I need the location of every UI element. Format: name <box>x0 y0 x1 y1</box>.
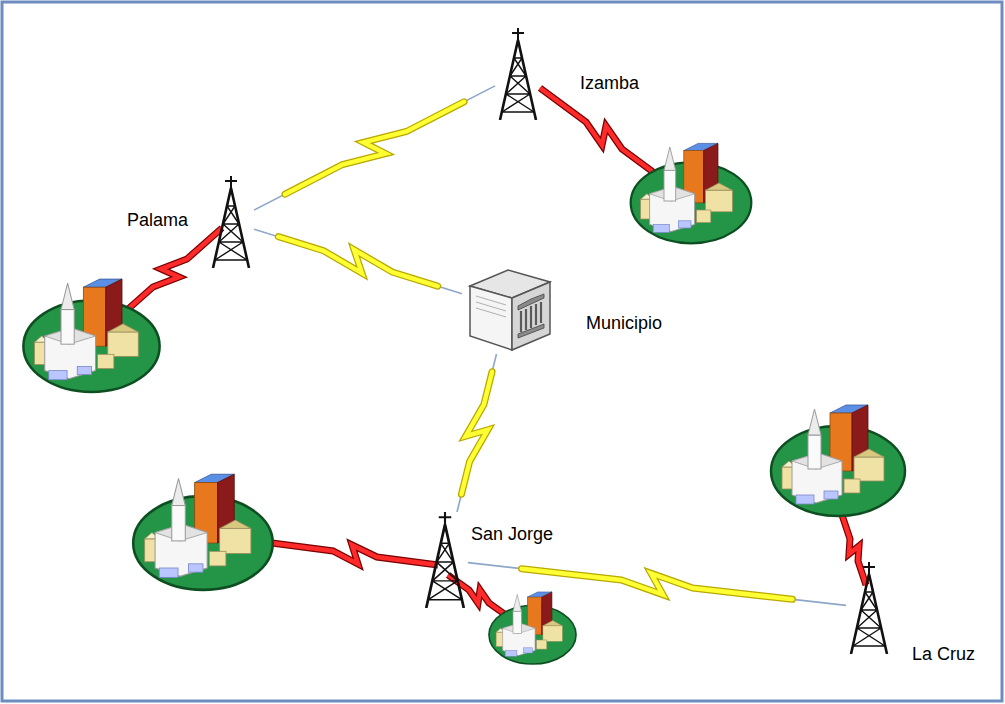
tower-icon <box>208 176 254 268</box>
link-bolt <box>522 569 793 600</box>
server-icon <box>470 270 550 350</box>
tower-icon <box>213 176 249 268</box>
link-bolt-outline <box>278 237 437 286</box>
radio-link <box>457 354 497 512</box>
tower-node: Palama <box>208 176 254 268</box>
link-line <box>457 354 497 512</box>
link-line <box>468 563 846 606</box>
server-icon <box>462 262 554 354</box>
tower-node: La Cruz <box>846 562 892 654</box>
red-link <box>540 88 668 183</box>
red-link <box>272 543 438 565</box>
red-link <box>540 88 668 183</box>
tower-icon <box>851 562 887 654</box>
link-bolt <box>461 372 492 495</box>
tower-node: San Jorge <box>422 512 468 608</box>
town-icon <box>133 474 273 590</box>
tower-icon <box>422 512 468 608</box>
town-icon <box>23 279 159 392</box>
radio-link <box>468 563 846 606</box>
red-link <box>272 543 438 565</box>
site-name: Izamba <box>578 72 641 94</box>
town-icon <box>771 405 905 516</box>
site-name: Palama <box>125 209 190 231</box>
red-link <box>118 228 222 318</box>
radio-link <box>254 229 462 294</box>
red-link <box>842 515 866 585</box>
link-bolt-outline <box>522 569 793 600</box>
tower-icon <box>426 512 464 608</box>
red-links <box>118 88 866 618</box>
link-bolt <box>278 237 437 286</box>
red-link <box>842 515 866 585</box>
link-bolt-outline <box>461 372 492 495</box>
link-bolt <box>285 102 464 194</box>
tower-icon <box>846 562 892 654</box>
site-name: Municipio <box>584 312 664 334</box>
link-line <box>254 229 462 294</box>
town-icon <box>631 143 752 243</box>
site-name: San Jorge <box>469 523 555 545</box>
town-icon <box>489 592 576 664</box>
tower-icon <box>495 28 541 120</box>
tower-icon <box>500 28 536 120</box>
tower-node: Izamba <box>495 28 541 120</box>
server-node: Municipio <box>462 262 554 354</box>
red-link <box>118 228 222 318</box>
link-bolt-outline <box>285 102 464 194</box>
radio-link <box>254 86 495 210</box>
site-name: La Cruz <box>910 643 977 665</box>
link-line <box>254 86 495 210</box>
